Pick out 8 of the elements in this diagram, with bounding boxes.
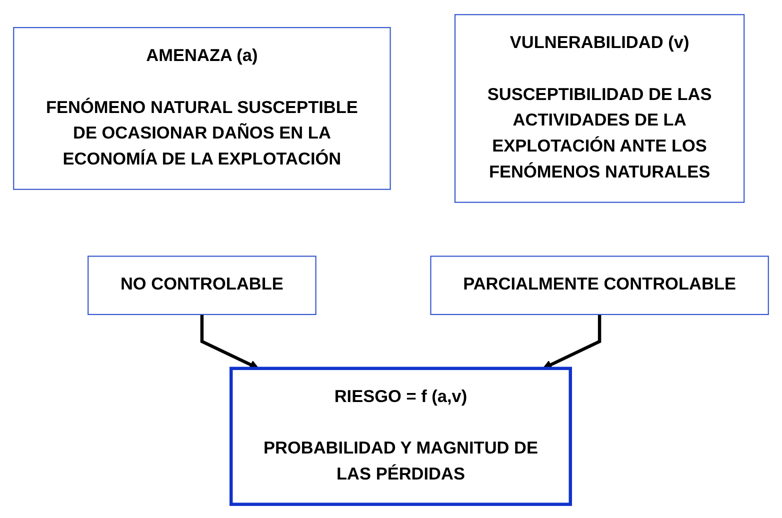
node-box bbox=[230, 366, 572, 506]
node-box bbox=[430, 255, 769, 315]
arrow bbox=[542, 314, 602, 369]
flowchart: AMENAZA (a) FENÓMENO NATURAL SUSCEPTIBLE DE OCASIONAR DAÑOS EN LA ECONOMÍA DE LA EXPLOTACIÓN VULNERABILIDAD (v) SUSCEPTIBILIDAD DE LAS ACTIVIDADES DE LA EXPLOTACIÓN ANTE LOS FENÓMENOS NATURALES NO CONTROLABLE PARCIALMENTE CONTROLABLE RIESGO = f (a,v) PROBABILIDAD Y MAGNITUD DE LAS PÉRDIDAS bbox=[5, 6, 777, 512]
arrow bbox=[200, 314, 259, 369]
node-box bbox=[13, 26, 391, 190]
node-box bbox=[454, 14, 745, 202]
node-box bbox=[88, 255, 316, 315]
